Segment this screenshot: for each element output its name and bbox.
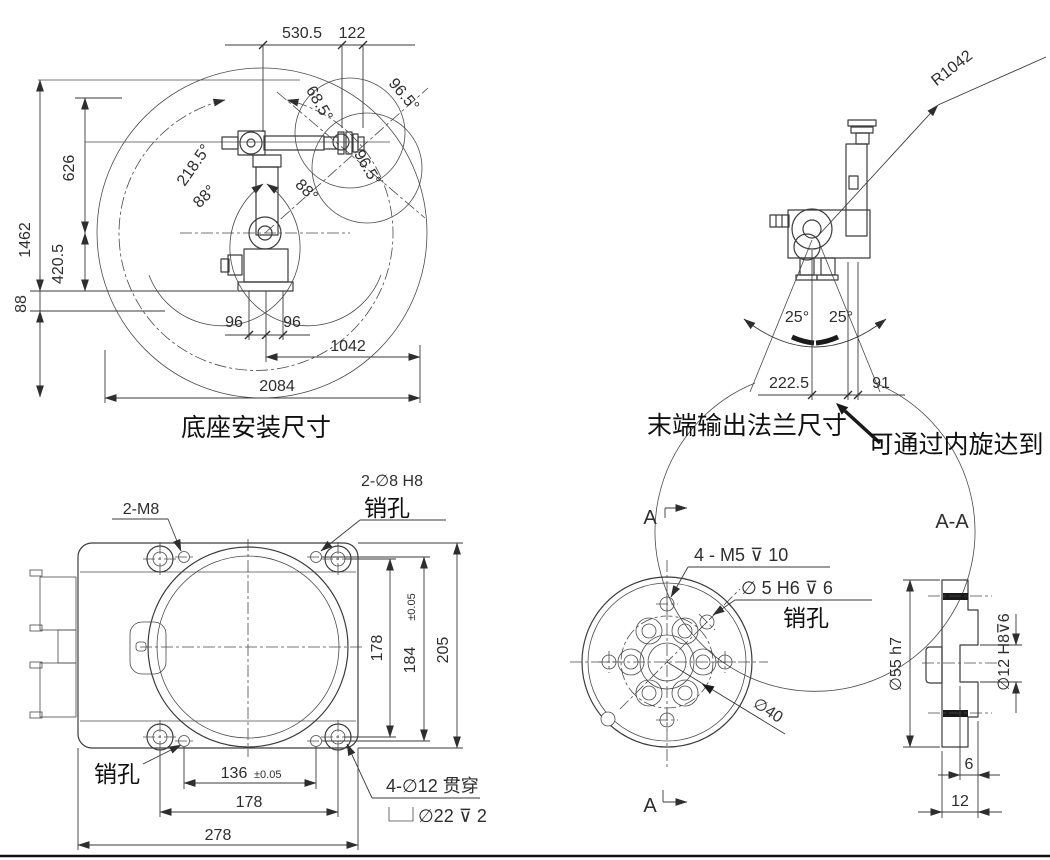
angle-96-5-upper: 96.5° [385,75,422,115]
section-title: A-A [935,511,969,533]
section-aa-view: A-A ∅55 h7 ∅12 H8⊽6 6 12 [888,511,1022,818]
base-plate-figure [29,539,364,757]
base-plate-view: 2-M8 2-∅8 H8 销孔 销孔 4-∅12 贯穿 ∅22 ⊽ 2 178 … [29,473,487,850]
label-2-d8-h8: 2-∅8 H8 [361,473,423,490]
dim-626: 626 [61,155,78,182]
dim-91: 91 [872,375,890,392]
label-4-m5: 4 - M5 ⊽ 10 [694,545,788,565]
dim-122: 122 [339,25,366,42]
dim-d12-h8: ∅12 H8⊽6 [996,613,1013,690]
robot-side-figure [769,119,877,281]
robot-front-figure [220,130,365,292]
flange-face-view: A A 4 - M5 ⊽ 10 ∅ 5 H6 ⊽ 6 销孔 ∅40 [570,504,872,817]
dim-6: 6 [965,756,974,773]
label-d5-h6: ∅ 5 H6 ⊽ 6 [741,578,833,598]
dim-d40: ∅40 [750,695,786,727]
angle-88-left: 88° [190,182,219,211]
angle-25-right: 25° [829,309,853,326]
dim-2084: 2084 [259,378,295,395]
dim-178-right: 178 [369,635,386,662]
dim-184-tol: ±0.05 [406,593,418,620]
flange-reach-view: R1042 25° 25° 222.5 91 末端输出法兰尺寸 可通过内旋达到 [647,47,1047,692]
dim-136-tol: ±0.05 [254,769,281,781]
flange-face-figure [570,560,768,768]
section-marker-a-top: A [643,507,657,529]
dim-96-left: 96 [225,314,243,331]
angle-218-5: 218.5° [174,142,215,190]
section-labels: A-A ∅55 h7 ∅12 H8⊽6 6 12 [888,511,1013,810]
dim-r1042: R1042 [928,47,976,89]
dim-178-bottom: 178 [236,794,263,811]
base-plate-labels: 2-M8 2-∅8 H8 销孔 销孔 4-∅12 贯穿 ∅22 ⊽ 2 178 … [94,473,487,844]
label-pin-hole-top: 销孔 [364,495,410,521]
flange-face-labels: A A 4 - M5 ⊽ 10 ∅ 5 H6 ⊽ 6 销孔 ∅40 [643,507,833,817]
bolt-holes [143,542,355,754]
flange-face-dimensions [662,504,872,806]
base-mount-labels: 530.5 122 1462 626 420.5 88 96 96 1042 2… [13,25,422,442]
base-mount-dimensions [30,40,421,403]
dim-530-5: 530.5 [282,25,322,42]
dim-205: 205 [435,637,452,664]
dim-184: 184 [402,647,419,674]
angle-68-5: 68.5° [302,83,335,124]
section-figure [922,579,1000,748]
inner-rotation-note: 可通过内旋达到 [868,431,1043,459]
dim-96-right: 96 [283,314,301,331]
dim-d55-h7: ∅55 h7 [888,637,905,691]
dim-136: 136 [221,765,248,782]
flange-reach-dimensions [758,250,905,445]
label-pin-hole: 销孔 [783,605,829,631]
dim-12: 12 [951,793,969,810]
base-plate-dimensions [77,518,480,850]
section-marker-a-bottom: A [643,795,657,817]
label-2-m8: 2-M8 [123,501,160,518]
angle-88-right: 88° [292,176,321,205]
label-4-d12-through: 4-∅12 贯穿 [386,776,479,796]
flange-reach-title: 末端输出法兰尺寸 [647,412,847,440]
dim-1042: 1042 [330,338,366,355]
dim-222-5: 222.5 [769,375,809,392]
dim-1462: 1462 [17,222,34,258]
section-dimensions [903,579,1022,818]
counterbore-icon [388,807,414,822]
angle-25-left: 25° [785,309,809,326]
base-mount-title: 底座安装尺寸 [181,414,331,442]
angle-96-5-lower: 96.5° [350,147,383,188]
work-envelope [38,67,429,399]
base-mount-view: 530.5 122 1462 626 420.5 88 96 96 1042 2… [13,25,429,442]
label-pin-hole-bottom: 销孔 [94,761,140,787]
dim-88: 88 [13,295,30,313]
dim-278: 278 [205,827,232,844]
dim-420-5: 420.5 [50,244,67,284]
label-cbore: ∅22 ⊽ 2 [418,806,487,826]
